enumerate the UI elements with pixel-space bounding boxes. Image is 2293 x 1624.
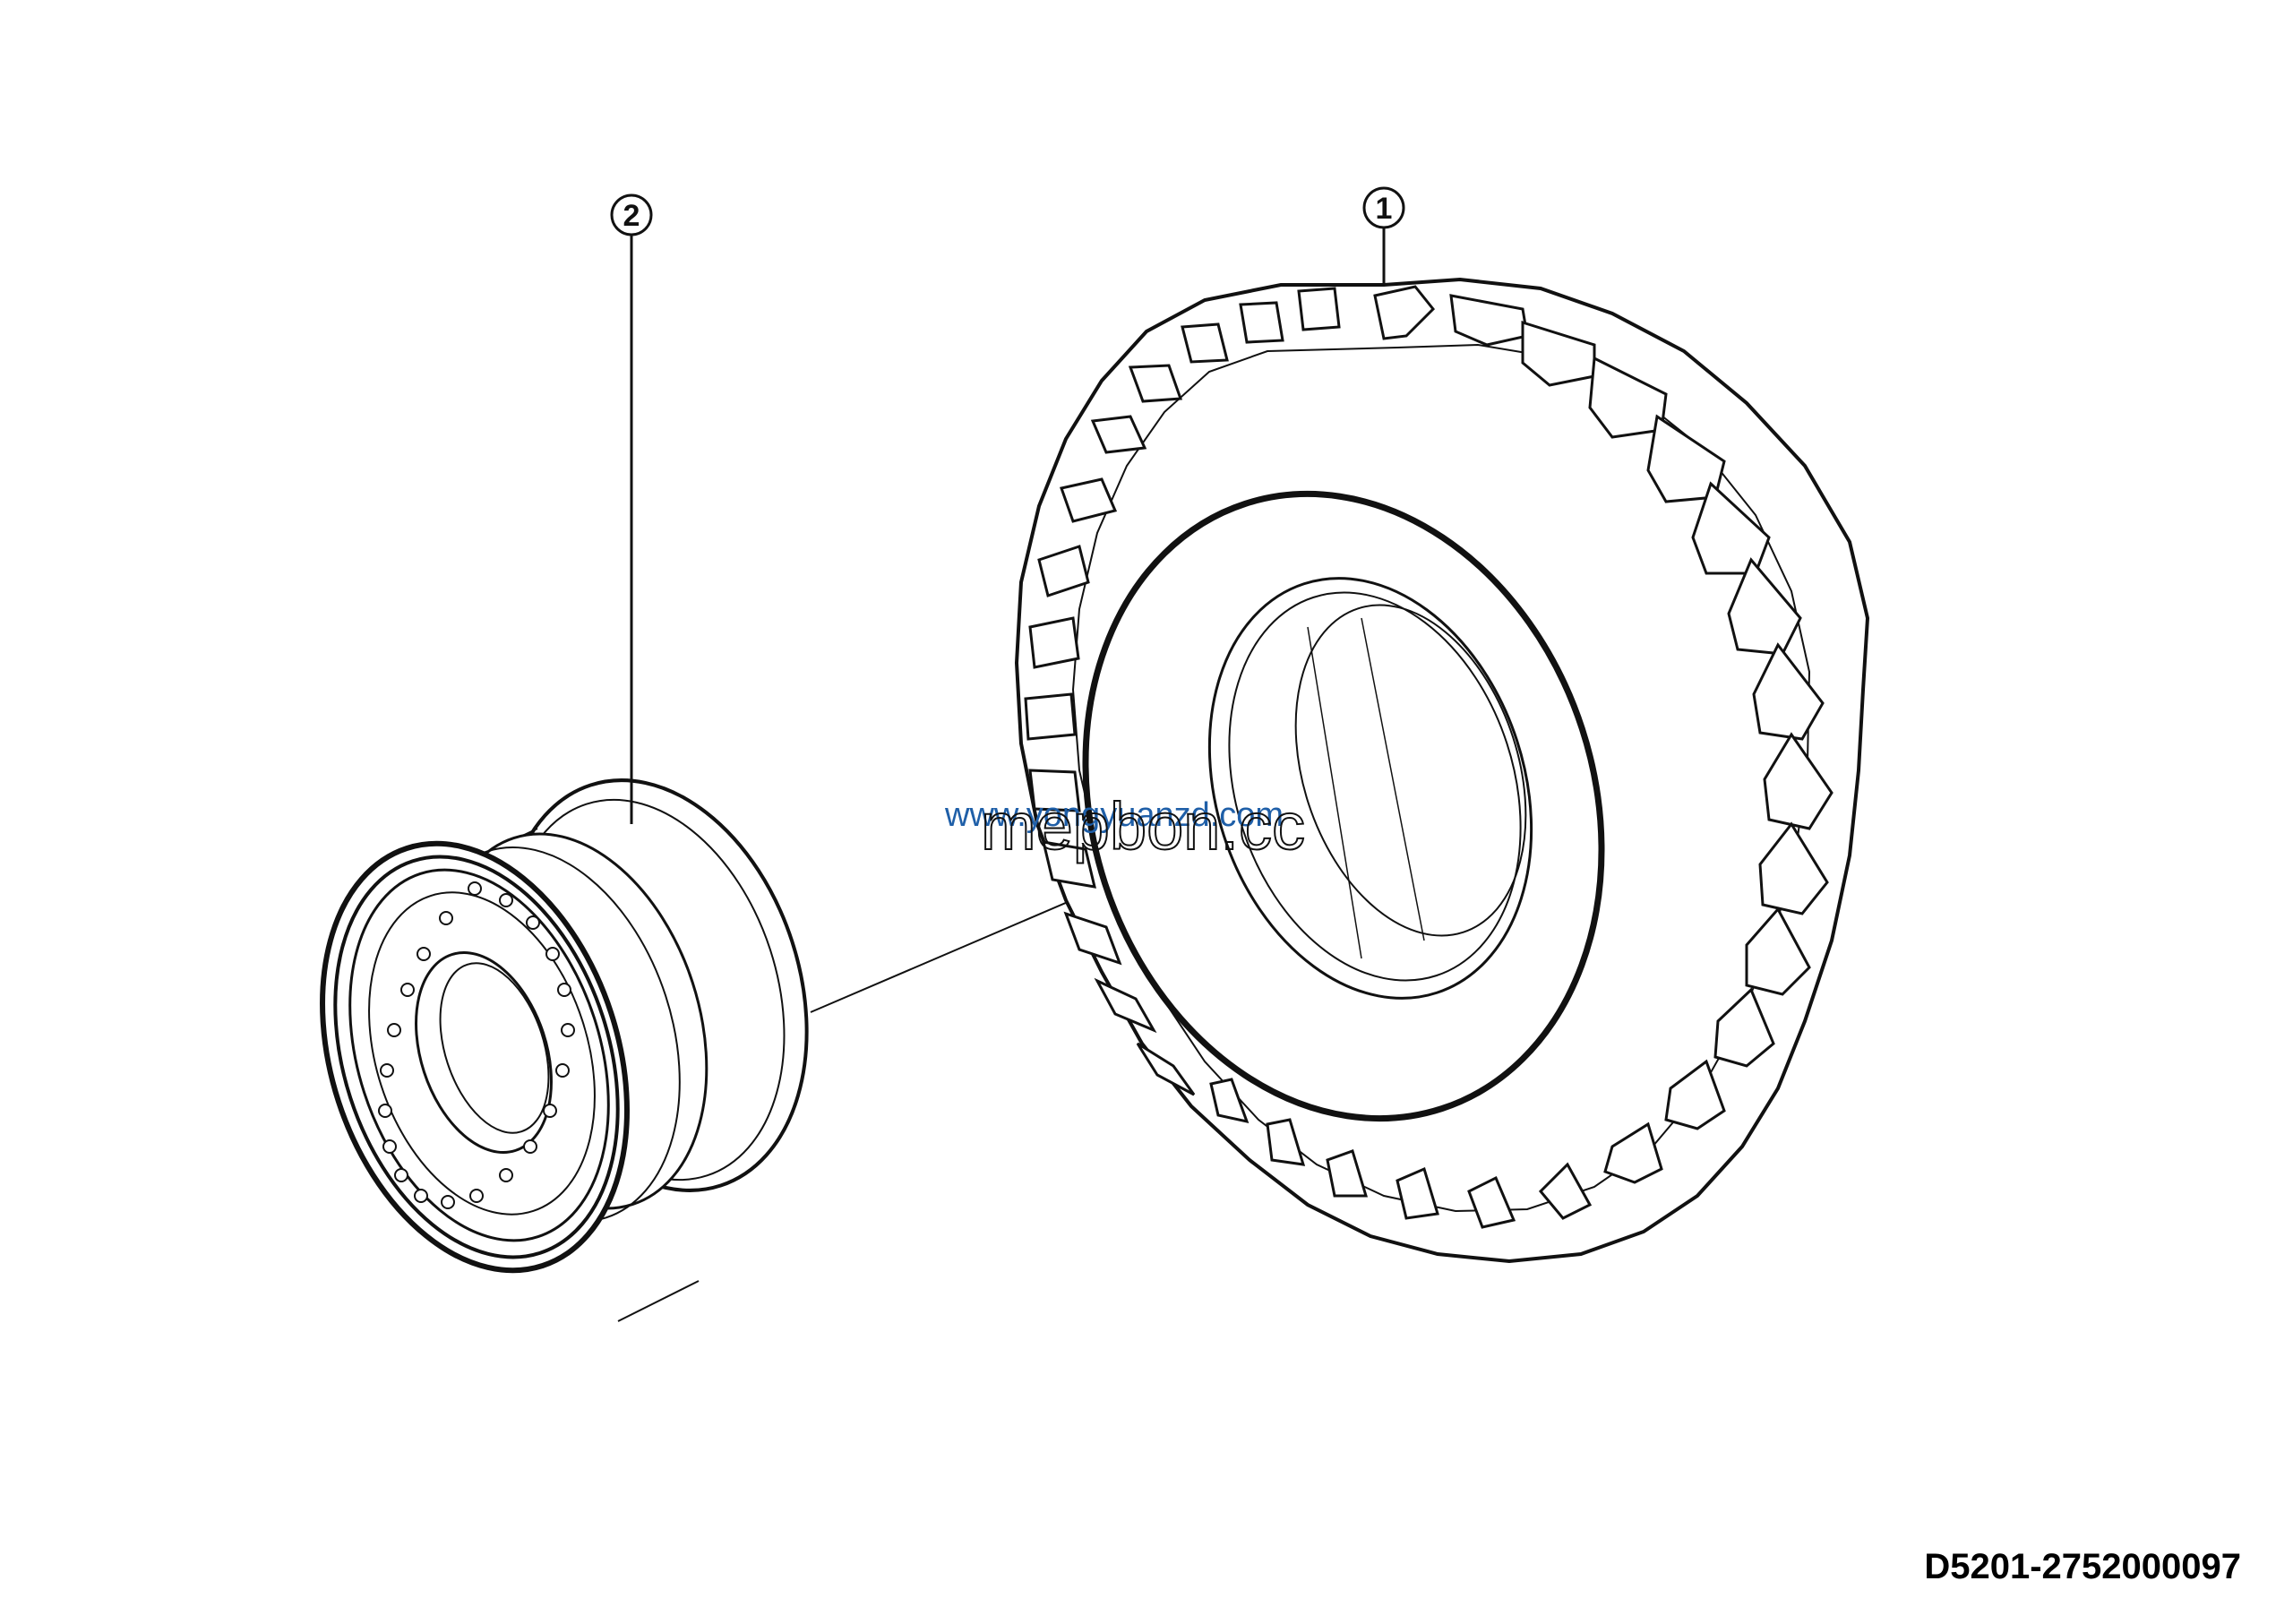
callout-2-circle [610,193,653,236]
rim-center-bore [415,951,553,1154]
callout-1-number: 1 [1376,192,1393,226]
tire [1014,277,1870,1264]
tire-sidewall-ring [1082,490,1605,1122]
rim-front-flange-3 [348,868,610,1242]
callout-1: 1 [1362,186,1405,285]
tire-inner-far-edge [1294,604,1527,937]
tread-lugs-bottom [1209,1078,1593,1229]
rim-barrel-bottom [617,1280,700,1322]
drawing-code: D5201-2752000097 [1924,1547,2241,1586]
tire-bead-outer [1207,577,1533,1000]
tire-inner-line-1 [1307,626,1362,959]
callout-2-number: 2 [623,199,640,233]
tread-lugs-left [1024,287,1341,1096]
callout-1-circle [1362,186,1405,229]
rim-center-bore-inner [439,962,550,1134]
tire-inner-line-2 [1361,617,1425,941]
watermark-url: www.yongyuanzd.com [944,796,1284,834]
rim [320,778,809,1322]
callout-2: 2 [610,193,653,824]
rim-bolt-holes [378,881,575,1209]
tread-lugs-right [1373,285,1834,1184]
rim-disc [368,891,596,1216]
rim-front-flange-2 [333,855,620,1259]
tire-bead-inner [1228,591,1522,982]
watermark-big: mepbon.cc [981,789,1305,864]
